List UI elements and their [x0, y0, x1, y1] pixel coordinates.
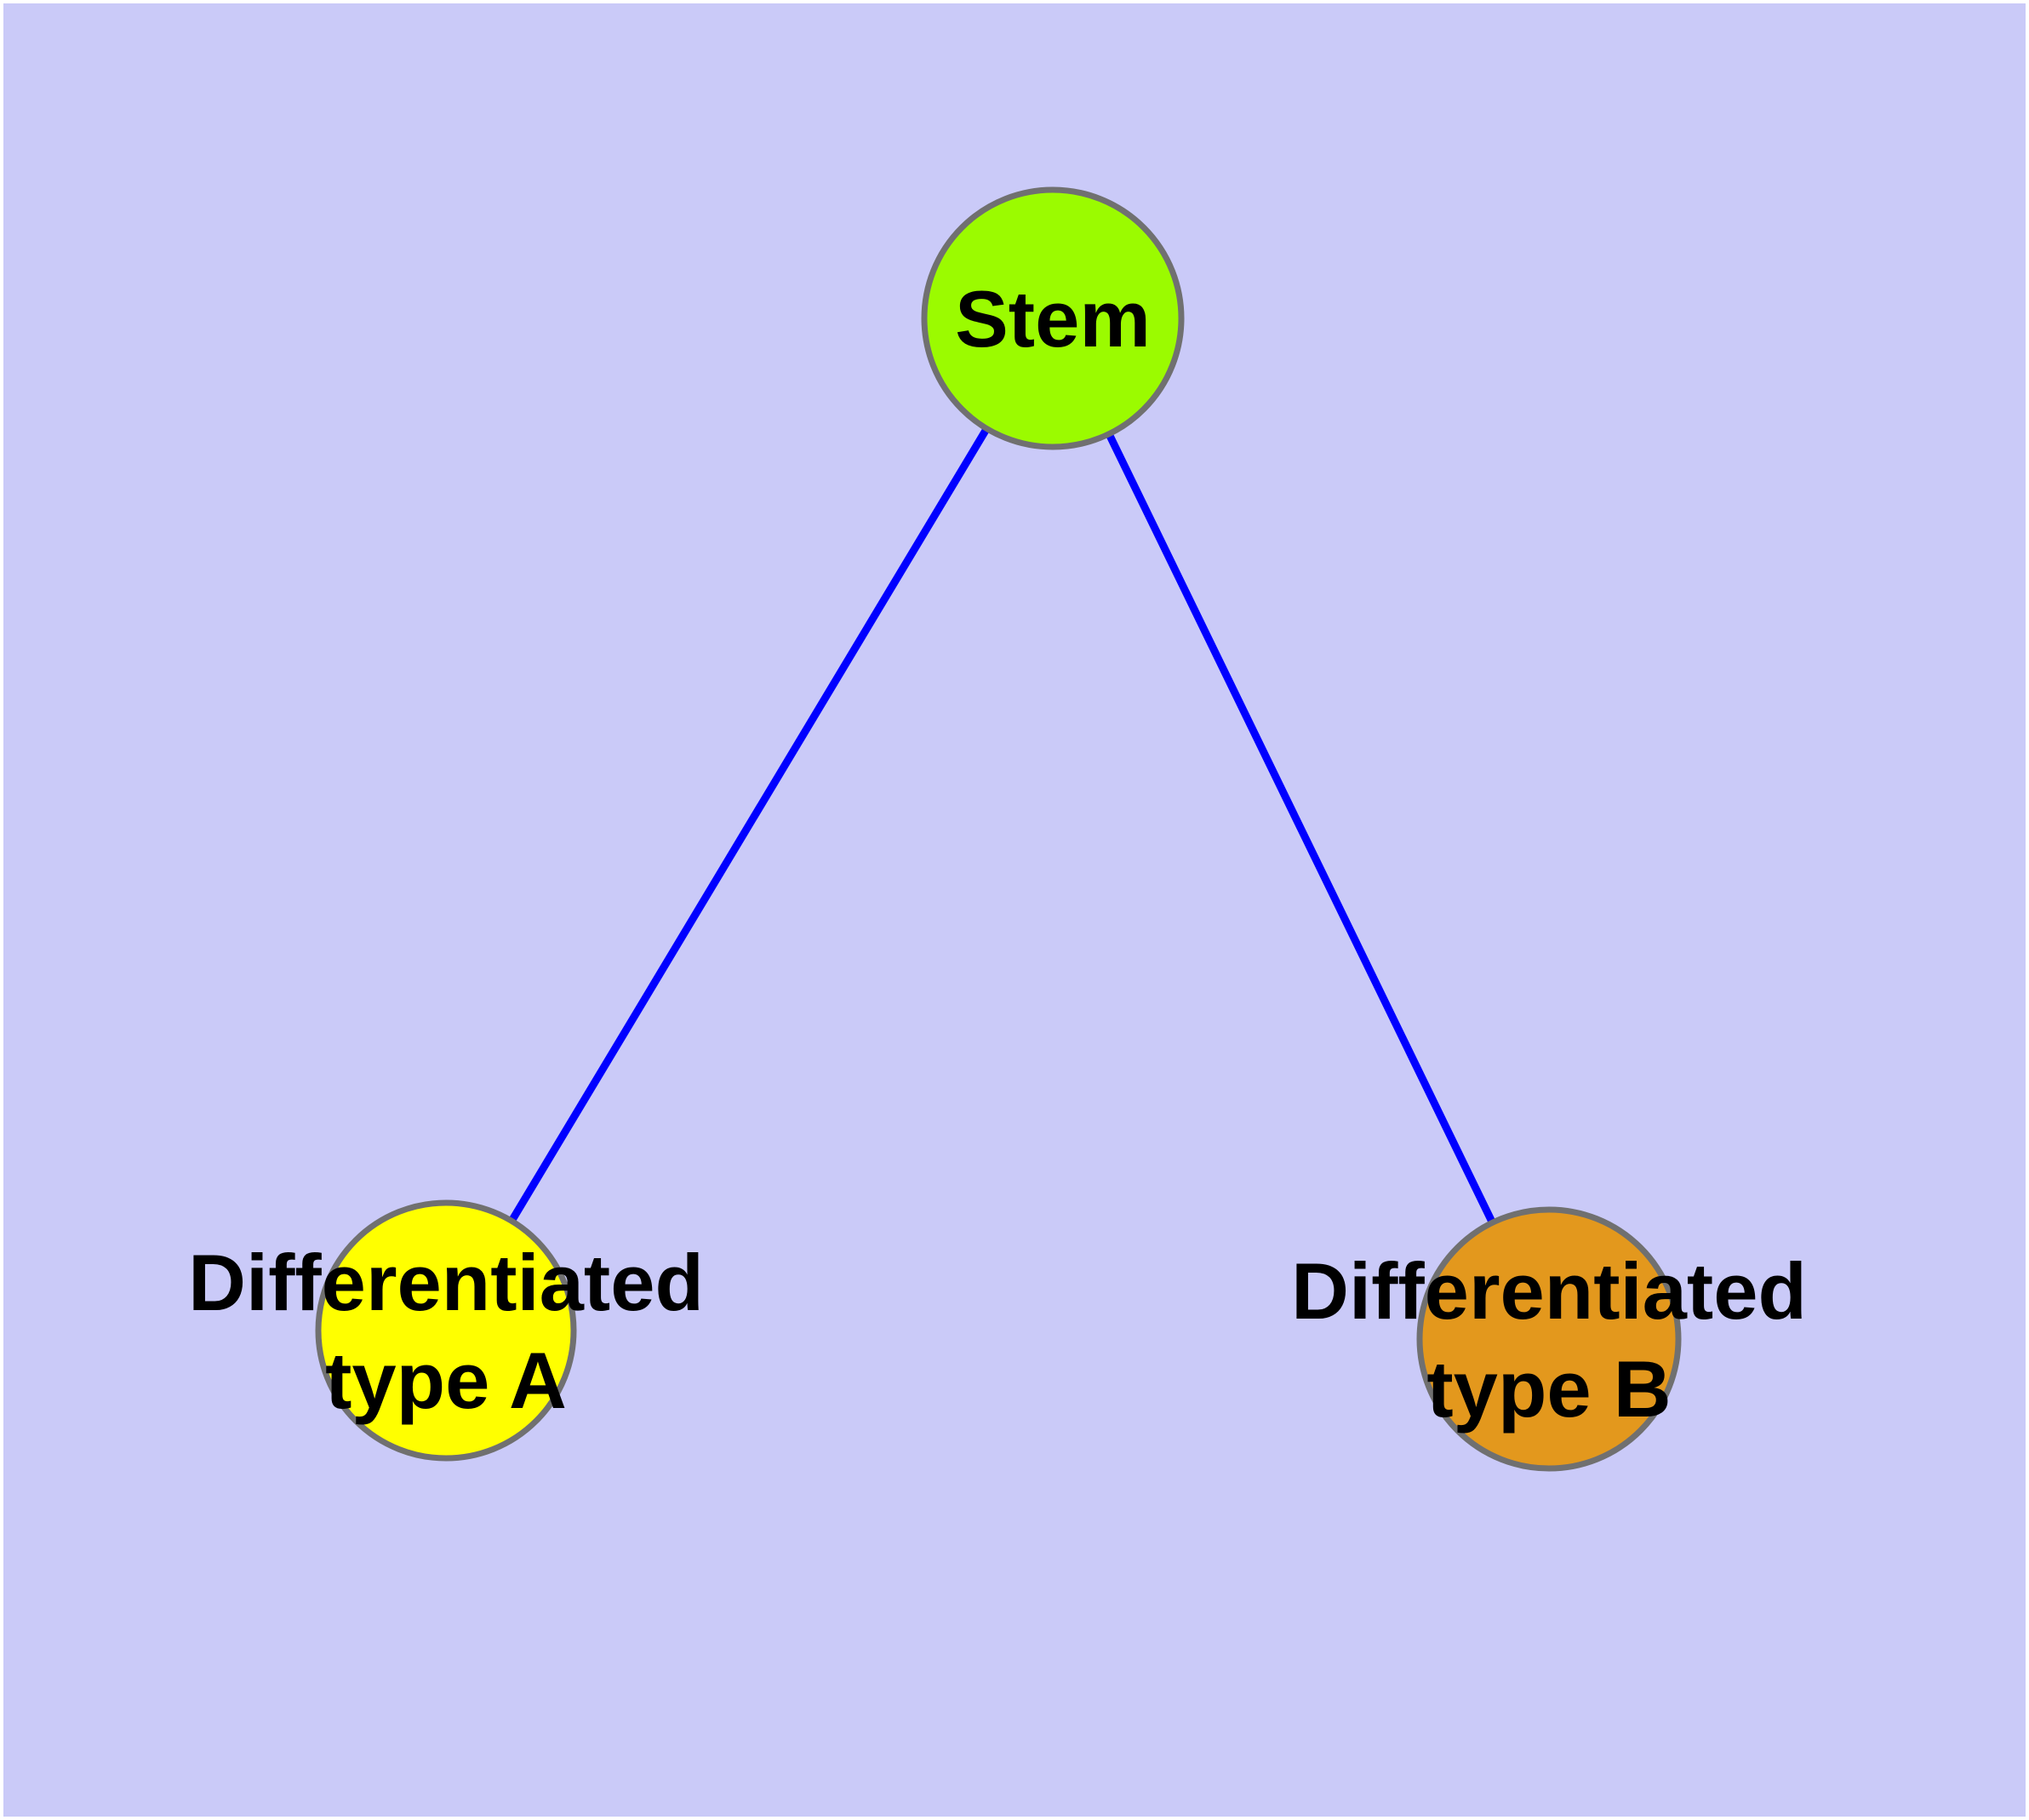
node-stem-label: Stem — [955, 274, 1151, 363]
edge-stem-to-type-a — [443, 316, 1056, 1333]
node-type-a-circle — [315, 1199, 577, 1462]
node-differentiated-type-b: Differentiated type B — [1291, 1206, 1807, 1472]
node-differentiated-type-a: Differentiated type A — [188, 1199, 704, 1462]
node-stem: Stem — [921, 186, 1185, 450]
node-stem-circle — [921, 186, 1185, 450]
node-type-a-label-line2: type A — [325, 1336, 567, 1425]
node-type-a-label-line1: Differentiated — [188, 1238, 704, 1327]
node-type-b-label-line2: type B — [1426, 1344, 1671, 1434]
node-type-b-label-line1: Differentiated — [1291, 1246, 1807, 1336]
edge-stem-to-type-b — [1049, 317, 1553, 1341]
node-type-b-circle — [1416, 1206, 1682, 1472]
